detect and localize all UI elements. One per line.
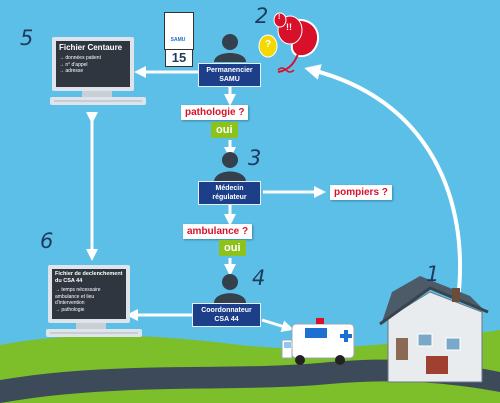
step-number-5: 5 — [20, 26, 34, 50]
bubble-text-red-small: ! — [278, 14, 281, 21]
computer-monitor-icon — [50, 37, 146, 105]
screen-centaure-line: → adresse — [59, 68, 84, 74]
step-number-3: 3 — [248, 146, 262, 170]
step-number-1: 1 — [426, 262, 440, 286]
step-number-6: 6 — [40, 229, 54, 253]
screen-csa-line: → temps nécessaire ambulance et lieu d'i… — [55, 287, 101, 306]
screen-centaure: Fichier Centaure → données patient → n° … — [59, 43, 129, 75]
bubble-text-yellow: ? — [265, 39, 272, 50]
samu-card — [164, 12, 194, 50]
question-ambulance: ambulance ? — [183, 224, 253, 239]
step-number-2: 2 — [255, 4, 269, 28]
screen-centaure-line: → données patient — [59, 55, 101, 61]
answer-oui-2: oui — [219, 240, 246, 256]
role-box-permanencier: Permanencier SAMU — [198, 63, 261, 87]
screen-csa-title: Fichier de declenchement du CSA 44 — [55, 271, 123, 284]
screen-csa: Fichier de declenchement du CSA 44 → tem… — [55, 271, 125, 313]
house-icon — [379, 276, 489, 383]
question-pompiers: pompiers ? — [330, 185, 392, 200]
question-pathologie: pathologie ? — [181, 105, 249, 120]
speech-bubble-red-small — [273, 12, 287, 28]
screen-centaure-title: Fichier Centaure — [59, 43, 123, 52]
bubble-text-red: !! — [286, 22, 292, 32]
answer-oui-1: oui — [211, 122, 238, 138]
step-number-4: 4 — [252, 266, 266, 290]
road — [0, 359, 500, 403]
arrow-house-to-phone — [304, 64, 463, 301]
computer-monitor-icon — [46, 265, 142, 337]
person-silhouette-icon — [214, 274, 246, 303]
samu-card-label: SAMU — [170, 37, 186, 43]
role-box-medecin: Médecin régulateur — [198, 181, 261, 205]
screen-csa-line: → pathologie — [55, 306, 85, 313]
speech-bubble-yellow — [258, 34, 278, 58]
person-silhouette-icon — [214, 34, 246, 62]
role-box-coordonnateur: Coordonnateur CSA 44 — [192, 303, 261, 327]
screen-centaure-line: → n° d'appel — [59, 61, 88, 68]
person-silhouette-icon — [214, 152, 246, 182]
samu-card-number: 15 — [165, 49, 193, 67]
ambulance-icon — [281, 318, 355, 365]
arrow-coordonnateur-to-ambulance — [261, 318, 294, 332]
